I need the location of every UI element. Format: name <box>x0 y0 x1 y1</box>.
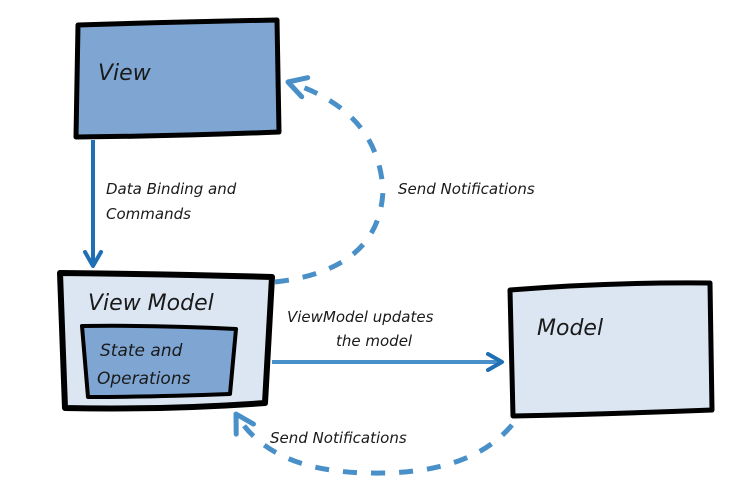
notify-view-arrow <box>274 75 386 285</box>
updates-model-label-line1: ViewModel updates <box>287 308 434 326</box>
data-binding-label-line1: Data Binding and <box>106 180 237 198</box>
viewmodel-label: View Model <box>88 291 214 316</box>
state-operations-box <box>80 323 238 399</box>
notify-viewmodel-label: Send Notifications <box>270 429 407 447</box>
model-box <box>507 280 715 419</box>
notify-viewmodel-arrow <box>233 411 514 476</box>
notify-view-label: Send Notifications <box>398 180 535 198</box>
viewmodel-node: View Model State and Operations <box>57 270 275 412</box>
updates-model-label-line2: the model <box>336 332 413 350</box>
view-box <box>73 17 282 140</box>
state-operations-line2: Operations <box>97 369 191 389</box>
model-node: Model <box>507 280 715 419</box>
model-label: Model <box>537 316 603 341</box>
data-binding-label-line2: Commands <box>106 205 191 223</box>
state-operations-line1: State and <box>100 341 183 361</box>
view-label: View <box>98 61 152 86</box>
view-node: View <box>73 17 282 140</box>
